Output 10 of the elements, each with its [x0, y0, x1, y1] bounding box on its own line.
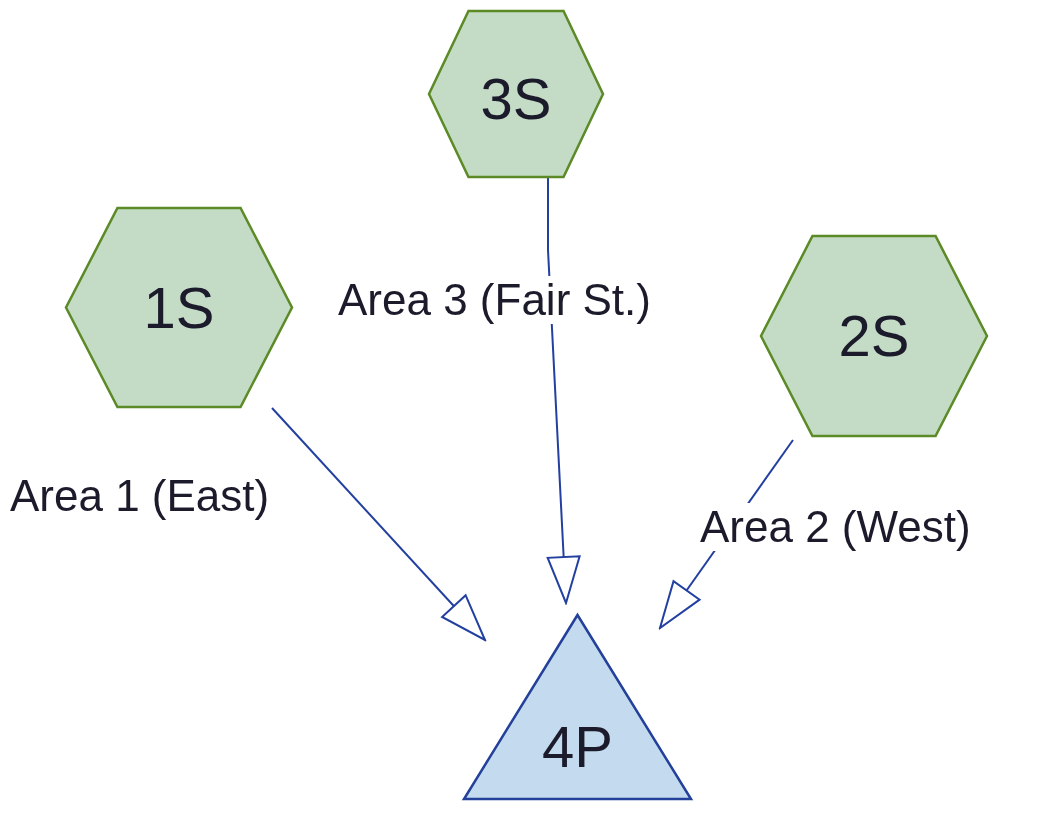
node-label: 1S — [142, 279, 216, 337]
arrow — [271, 407, 486, 641]
node-label: 3S — [479, 70, 553, 128]
triangle-node — [463, 614, 692, 800]
arrow — [546, 177, 581, 604]
node-label: 2S — [837, 307, 911, 365]
hexagon-node — [428, 10, 604, 178]
hexagon-node — [760, 235, 988, 437]
hexagon-node — [65, 207, 293, 408]
node-label: 4P — [541, 718, 614, 776]
